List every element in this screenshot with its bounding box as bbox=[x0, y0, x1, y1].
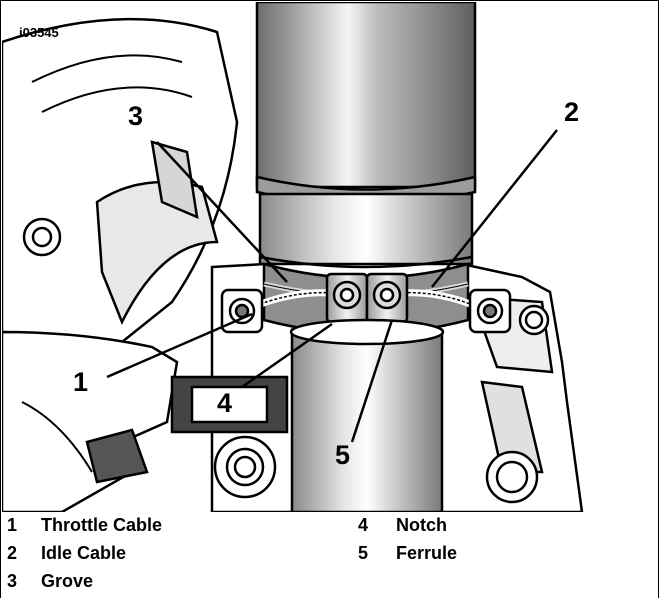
legend-label: Idle Cable bbox=[41, 543, 127, 563]
lower-left-bracket bbox=[2, 330, 179, 512]
left-housing bbox=[2, 17, 239, 357]
legend-label: Notch bbox=[396, 515, 447, 535]
callout-5: 5 bbox=[335, 440, 351, 470]
legend-label: Ferrule bbox=[396, 543, 458, 563]
upper-tube bbox=[255, 2, 477, 269]
callout-2: 2 bbox=[564, 97, 580, 127]
legend-number: 2 bbox=[7, 543, 18, 563]
legend-label: Grove bbox=[41, 571, 94, 591]
figure-ref-id: i03545 bbox=[19, 25, 59, 40]
legend-number: 1 bbox=[7, 515, 18, 535]
legend-label: Throttle Cable bbox=[41, 515, 163, 535]
callout-4: 4 bbox=[217, 388, 233, 418]
throttle-body-illustration bbox=[2, 2, 584, 512]
lower-tube bbox=[289, 318, 445, 512]
legend: 1 Throttle Cable 2 Idle Cable 3 Grove 4 … bbox=[1, 513, 658, 599]
cable-end-right bbox=[468, 288, 512, 334]
callout-3: 3 bbox=[128, 101, 144, 131]
callout-1: 1 bbox=[73, 367, 89, 397]
legend-number: 3 bbox=[7, 571, 18, 591]
legend-number: 4 bbox=[358, 515, 369, 535]
ferrule-block bbox=[325, 272, 409, 324]
legend-number: 5 bbox=[358, 543, 369, 563]
leader-lines bbox=[106, 129, 558, 443]
